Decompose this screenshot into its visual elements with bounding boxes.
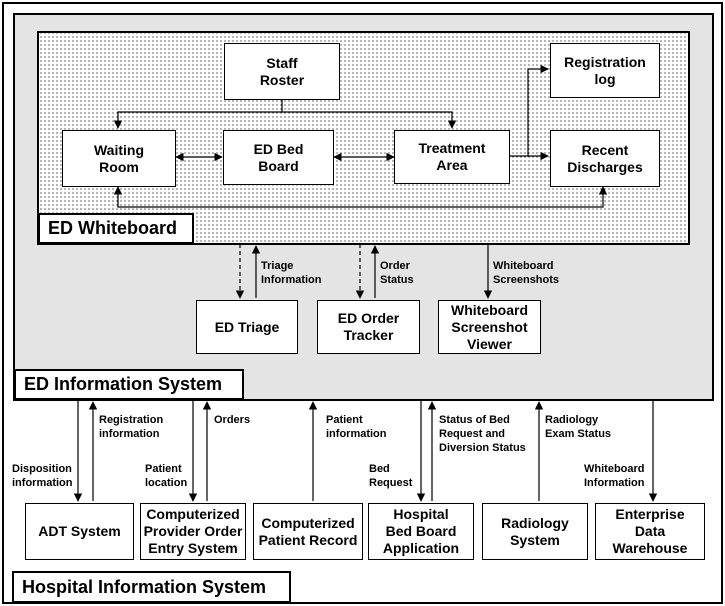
node-adt-system: ADT System	[25, 503, 134, 560]
hospital-information-system-title: Hospital Information System	[12, 571, 291, 603]
edge-roster-to-treatment	[282, 111, 457, 129]
node-enterprise-data-warehouse: Enterprise Data Warehouse	[595, 503, 705, 560]
label-disposition-information: Disposition information	[12, 463, 73, 489]
label-whiteboard-information: Whiteboard Information	[584, 463, 645, 489]
label-patient-location: Patient location	[145, 463, 188, 489]
node-registration-log: Registration log	[550, 43, 660, 98]
node-whiteboard-screenshot-viewer: Whiteboard Screenshot Viewer	[438, 300, 541, 354]
label-registration-information: Registration information	[99, 414, 164, 440]
edge-waiting-discharges-loop	[113, 186, 608, 208]
node-recent-discharges: Recent Discharges	[550, 130, 660, 187]
label-radiology-exam-status: Radiology Exam Status	[545, 414, 612, 440]
node-staff-roster: Staff Roster	[224, 43, 340, 100]
node-waiting-room: Waiting Room	[62, 130, 176, 187]
ed-whiteboard-title: ED Whiteboard	[38, 213, 194, 244]
edge-treatment-to-registration	[510, 64, 549, 157]
node-computerized-patient-record: Computerized Patient Record	[253, 503, 363, 560]
ed-information-system-title: ED Information System	[14, 369, 244, 400]
label-orders: Orders	[214, 414, 251, 426]
node-treatment-area: Treatment Area	[394, 130, 510, 184]
label-whiteboard-screenshots: Whiteboard Screenshots	[493, 260, 560, 286]
edge-roster-to-waiting	[113, 100, 283, 129]
node-hospital-bed-board-application: Hospital Bed Board Application	[368, 503, 474, 560]
label-order-status: Order Status	[380, 260, 414, 286]
label-bed-request: Bed Request	[369, 463, 413, 489]
node-ed-triage: ED Triage	[196, 300, 298, 354]
node-cpoe: Computerized Provider Order Entry System	[140, 503, 246, 560]
label-patient-information: Patient information	[326, 414, 387, 440]
node-ed-order-tracker: ED Order Tracker	[317, 300, 420, 354]
node-radiology-system: Radiology System	[482, 503, 588, 560]
label-status-bed-request: Status of Bed Request and Diversion Stat…	[439, 414, 526, 454]
node-ed-bed-board: ED Bed Board	[223, 130, 334, 185]
label-triage-information: Triage Information	[261, 260, 322, 286]
